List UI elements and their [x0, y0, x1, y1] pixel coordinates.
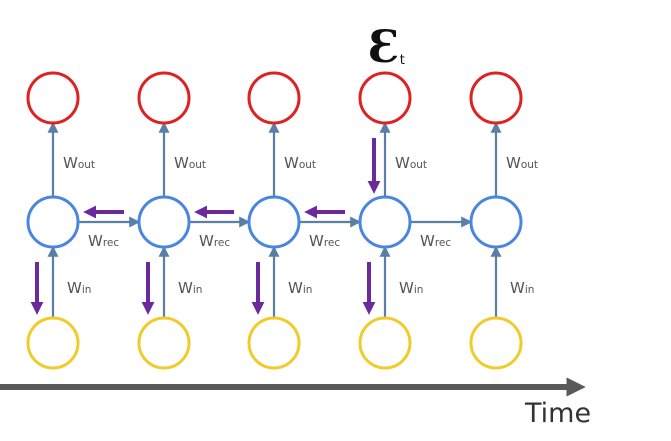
output-node-3	[358, 71, 412, 125]
w-rec-label-0: Wrec	[88, 232, 119, 250]
hidden-node-2	[247, 195, 301, 249]
hidden-node-0	[26, 195, 80, 249]
input-node-3	[358, 316, 412, 370]
error-subscript: t	[400, 53, 405, 68]
output-node-0	[26, 71, 80, 125]
hidden-node-4	[469, 195, 523, 249]
error-label: Ɛt	[368, 22, 405, 73]
w-out-label-4: Wout	[506, 154, 538, 172]
w-rec-label-1: Wrec	[199, 232, 230, 250]
edges-layer	[30, 121, 502, 318]
output-node-4	[469, 71, 523, 125]
w-out-label-2: Wout	[284, 154, 316, 172]
w-in-label-2: Win	[288, 279, 312, 297]
output-node-2	[247, 71, 301, 125]
w-in-label-3: Win	[399, 279, 423, 297]
time-axis-label: Time	[524, 398, 591, 429]
hidden-node-1	[137, 195, 191, 249]
input-node-4	[469, 316, 523, 370]
error-symbol: Ɛ	[368, 22, 400, 73]
w-out-label-1: Wout	[174, 154, 206, 172]
w-out-label-3: Wout	[395, 154, 427, 172]
w-in-label-1: Win	[178, 279, 202, 297]
w-out-label-0: Wout	[63, 154, 95, 172]
hidden-node-3	[358, 195, 412, 249]
w-in-label-0: Win	[67, 279, 91, 297]
output-node-1	[137, 71, 191, 125]
input-node-2	[247, 316, 301, 370]
input-node-0	[26, 316, 80, 370]
w-in-label-4: Win	[510, 279, 534, 297]
w-rec-label-2: Wrec	[309, 232, 340, 250]
input-node-1	[137, 316, 191, 370]
w-rec-label-3: Wrec	[420, 232, 451, 250]
nodes-layer	[26, 71, 523, 370]
